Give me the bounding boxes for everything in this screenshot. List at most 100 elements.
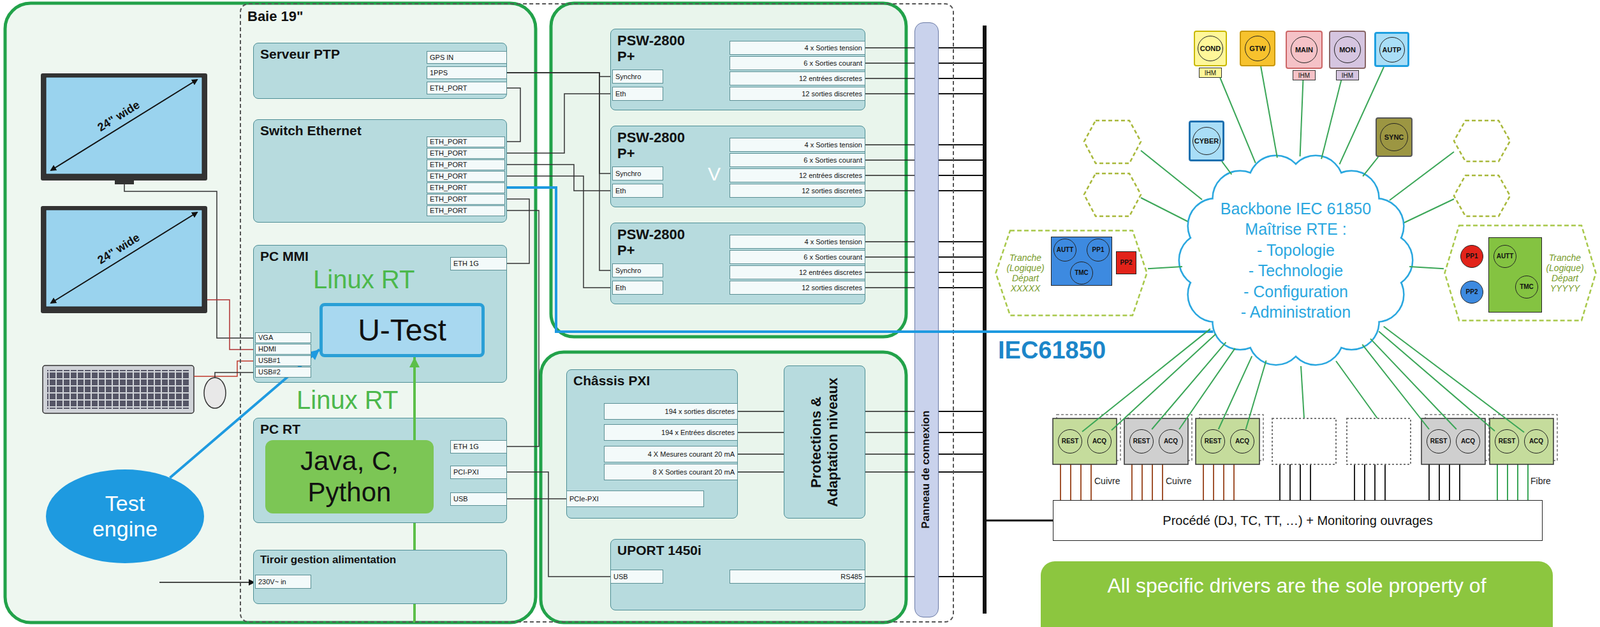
function-circle: REST xyxy=(1200,429,1226,454)
bay-hexagon: Tranche (Logique) Départ XXXXXAUTTPP1TMC… xyxy=(994,229,1148,317)
annotation: 24" wide xyxy=(95,231,142,266)
ihm-label: IHM xyxy=(1204,69,1217,77)
wire xyxy=(1299,464,1301,500)
port-label: 4 x Sorties tension xyxy=(729,137,866,152)
function-icon: GTW xyxy=(1239,30,1276,67)
wire xyxy=(1353,464,1356,500)
wire xyxy=(1364,464,1366,500)
wire xyxy=(1527,464,1529,500)
connector xyxy=(506,93,611,154)
icon-circle: MON xyxy=(1334,36,1361,64)
ihm-label: IHM xyxy=(1298,72,1310,80)
node-text: ACQ xyxy=(1460,437,1476,446)
connector xyxy=(1246,360,1267,430)
annotation: IEC61850 xyxy=(998,337,1106,363)
wire xyxy=(938,471,985,473)
rotated-text: Protections & Adaptation niveaux xyxy=(807,374,842,509)
port-label: 4 X Mesures courant 20 mA xyxy=(603,445,738,463)
wire xyxy=(865,471,915,473)
group-outline xyxy=(5,3,536,623)
node-text: ACQ xyxy=(1529,437,1544,446)
wire xyxy=(1506,464,1509,500)
port-label: 6 x Sorties courant xyxy=(729,249,866,265)
wire xyxy=(865,286,915,289)
function-circle: PP1 xyxy=(1086,238,1110,262)
function-circle: TMC xyxy=(1070,261,1094,285)
connector xyxy=(506,187,1213,332)
annotation: Cuivre xyxy=(1094,476,1120,486)
icon-label: CYBER xyxy=(1194,137,1220,145)
function-icon: SYNC xyxy=(1375,117,1413,157)
connector xyxy=(506,72,611,271)
hexagon-outline xyxy=(1445,225,1597,321)
port-label: ETH 1G xyxy=(450,256,507,271)
node-text: ACQ xyxy=(1163,437,1178,446)
wire xyxy=(737,453,784,455)
icon-circle: AUTP xyxy=(1379,36,1405,63)
port-label: 1PPS xyxy=(426,66,507,80)
function-circle: TMC xyxy=(1515,275,1539,299)
bay-title: Tranche (Logique) Départ YYYYY xyxy=(1544,252,1586,294)
icon-circle: GTW xyxy=(1244,35,1271,62)
node-text: REST xyxy=(1061,437,1079,446)
port-label: ETH_PORT xyxy=(426,147,506,159)
cloud-text: Backbone IEC 61850 Maîtrise RTE : xyxy=(1212,198,1379,240)
annotation: V xyxy=(707,164,721,184)
wire xyxy=(1202,464,1204,500)
port-label: USB#1 xyxy=(255,355,312,367)
node-text: TMC xyxy=(1074,269,1089,277)
wire xyxy=(865,77,915,80)
wire xyxy=(1059,464,1062,500)
box-title: Baie 19" xyxy=(247,8,947,25)
wire xyxy=(1459,464,1461,500)
port-label: ETH_PORT xyxy=(426,170,506,182)
connector xyxy=(1179,348,1236,430)
function-circle: ACQ xyxy=(1230,429,1255,454)
wire xyxy=(938,174,985,177)
wire xyxy=(1448,464,1451,500)
wire xyxy=(865,159,915,161)
port-label: Synchro xyxy=(612,166,664,181)
wire xyxy=(938,159,985,161)
box-title: PC RT xyxy=(260,421,500,437)
wire xyxy=(865,47,915,49)
node-text: PP2 xyxy=(1120,258,1133,267)
icon-circle: COND xyxy=(1197,35,1224,62)
port-label: 6 x Sorties courant xyxy=(729,153,866,168)
cloud-text: - Configuration xyxy=(1243,281,1349,303)
port-label: ETH_PORT xyxy=(426,193,506,205)
connector xyxy=(1218,355,1253,430)
connector xyxy=(1409,266,1444,269)
empty-bay xyxy=(1272,418,1336,465)
connector xyxy=(1300,80,1304,157)
connector xyxy=(1321,80,1342,159)
connector xyxy=(1362,344,1430,430)
function-icon: CYBER xyxy=(1188,120,1225,162)
connector xyxy=(506,176,611,288)
node-text: Java, C, Python xyxy=(272,445,426,508)
connector xyxy=(1219,77,1256,164)
cloud-text: - Technologie xyxy=(1248,260,1344,282)
node-text: Test engine xyxy=(80,491,170,541)
port-label: Synchro xyxy=(612,263,664,278)
node-text: U-Test xyxy=(357,312,447,348)
connector xyxy=(1378,331,1495,432)
box-title: Tiroir gestion alimentation xyxy=(260,553,500,567)
port-label: RS485 xyxy=(729,569,866,584)
port-label: GPS IN xyxy=(426,51,507,64)
wire xyxy=(938,286,985,289)
icon-circle: SYNC xyxy=(1379,123,1409,152)
keyboard xyxy=(42,365,194,414)
annotation: 24" wide xyxy=(95,98,142,134)
function-circle: ACQ xyxy=(1158,429,1183,454)
port-label: PCIe-PXI xyxy=(566,490,705,507)
wire xyxy=(1289,464,1291,500)
bay-hexagon: Tranche (Logique) Départ YYYYYPP1PP2AUTT… xyxy=(1443,224,1597,322)
wire xyxy=(1438,464,1440,500)
wire xyxy=(1374,464,1376,500)
group-outline xyxy=(550,3,907,337)
icon-label: MAIN xyxy=(1295,45,1314,54)
connector xyxy=(506,498,567,500)
port-label: PCI-PXI xyxy=(450,465,507,479)
mouse xyxy=(204,377,226,409)
